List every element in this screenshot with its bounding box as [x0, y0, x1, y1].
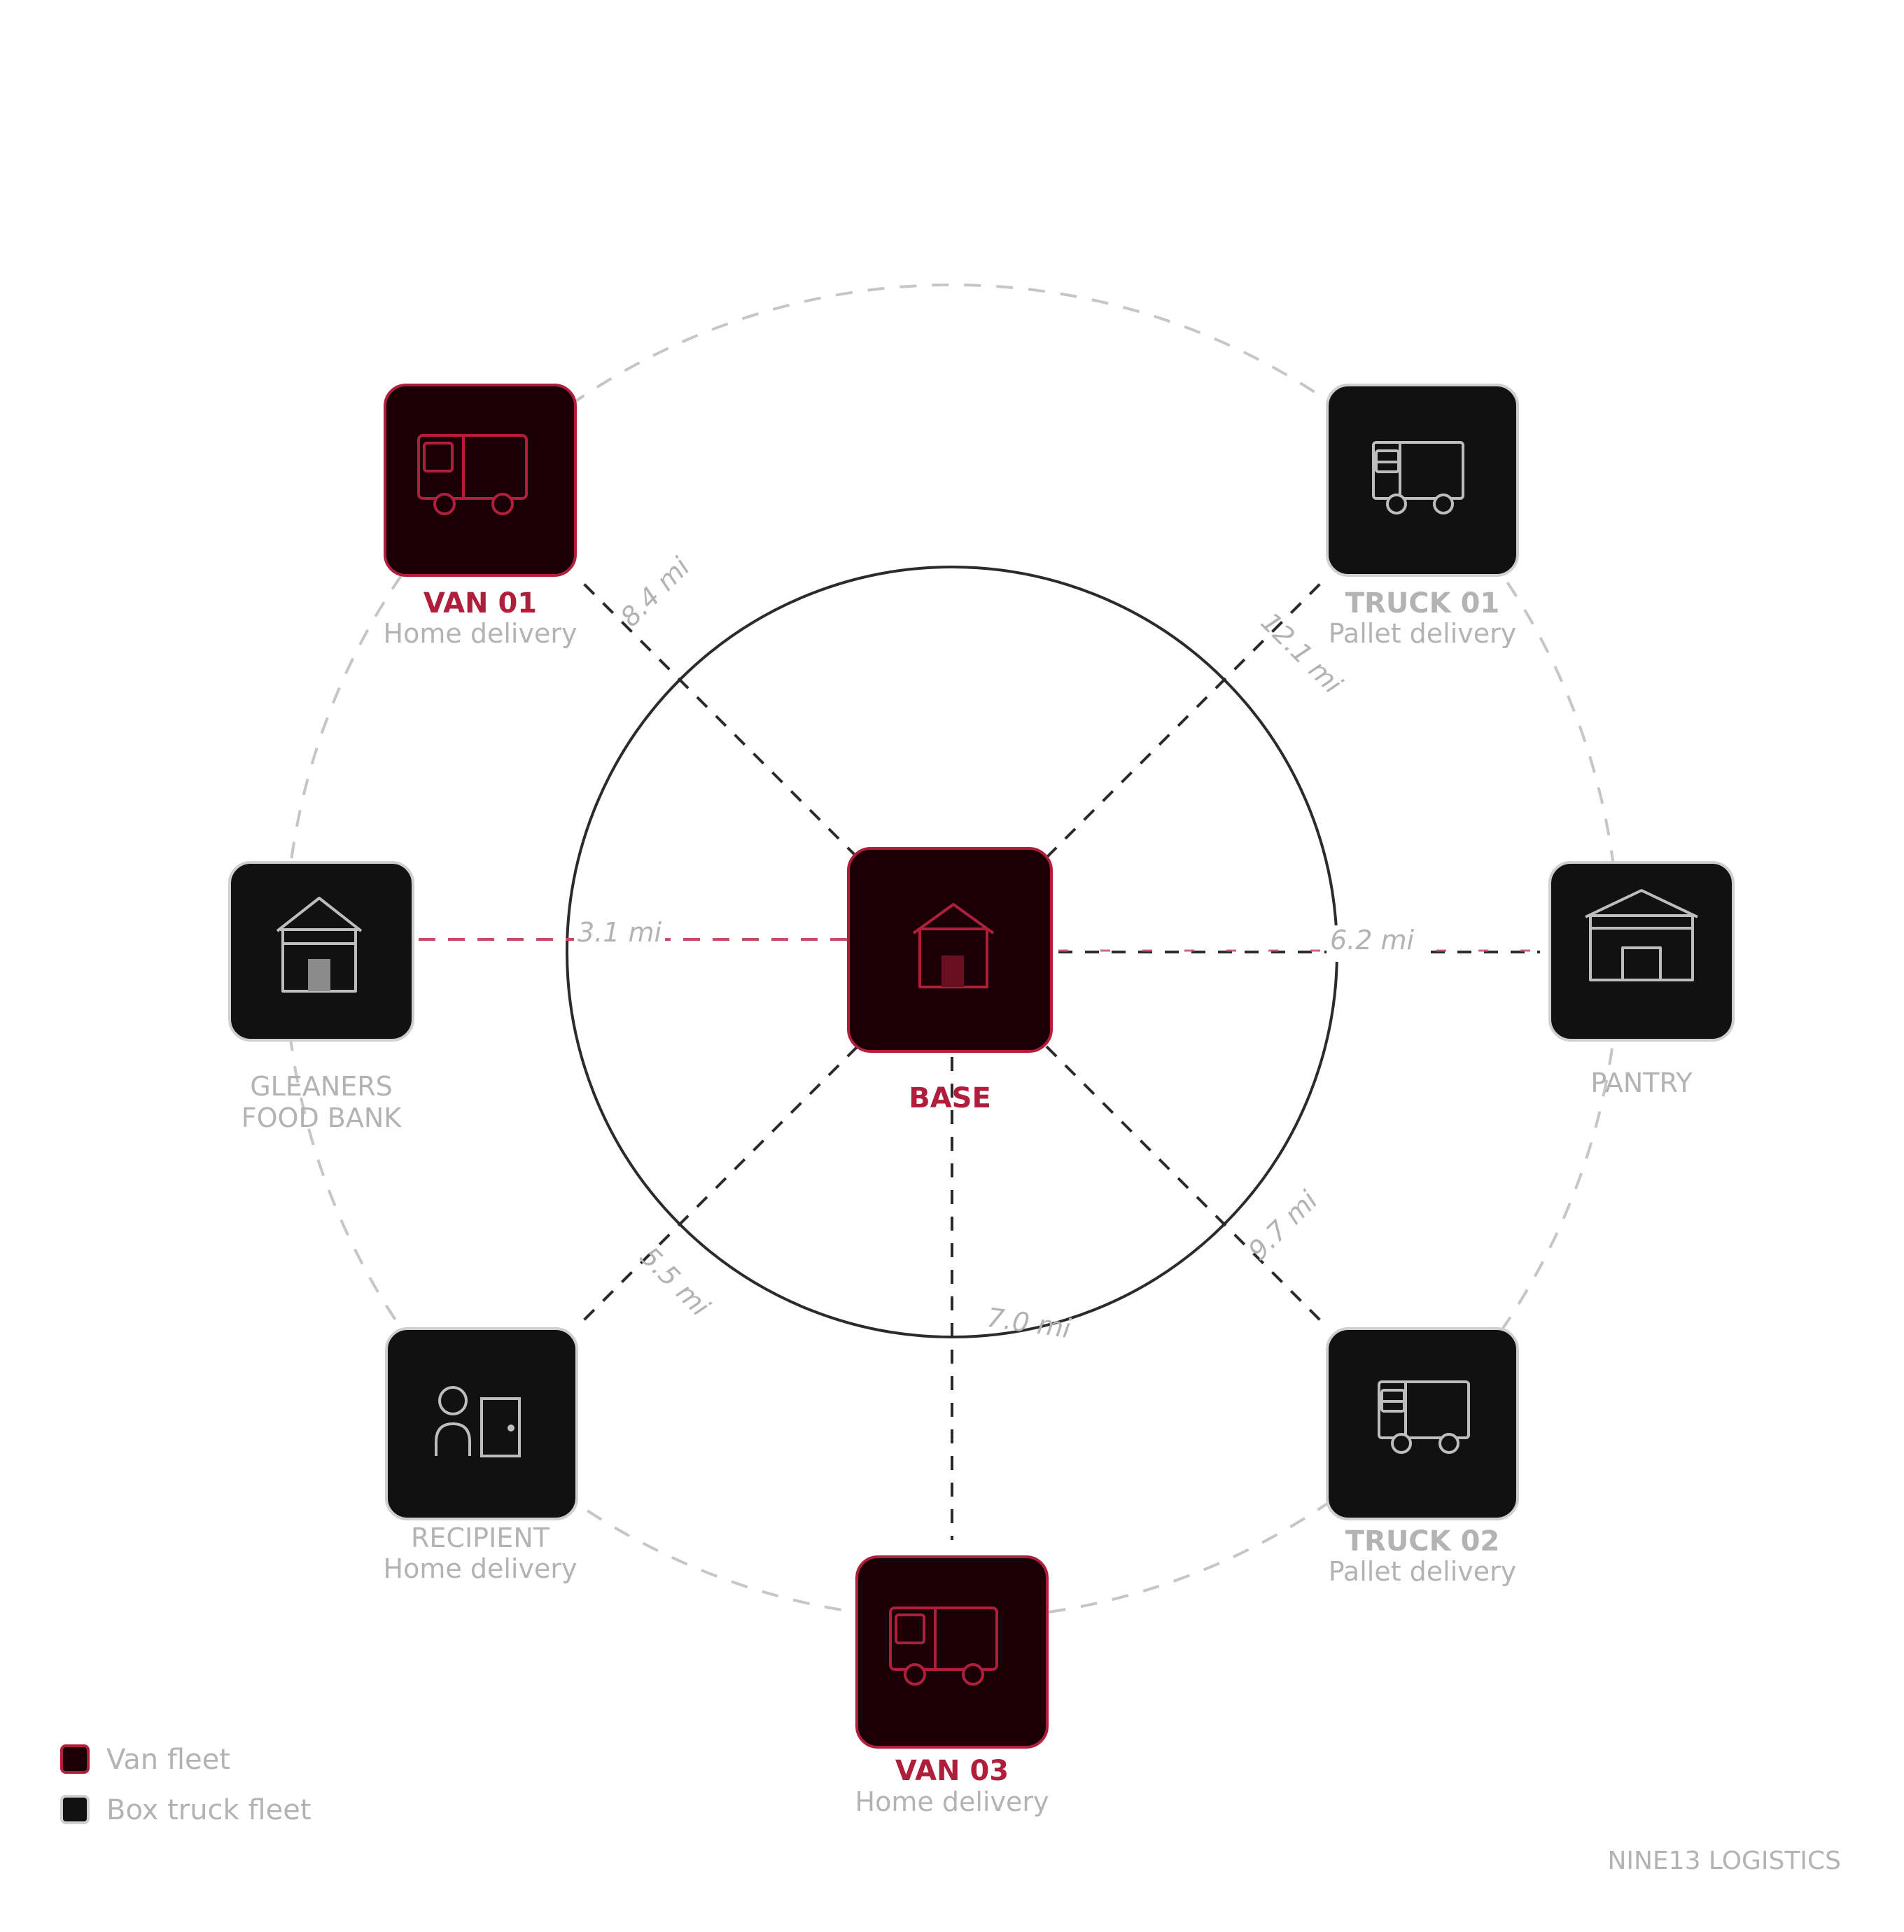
base-title: BASE: [909, 1082, 991, 1114]
node-truck02[interactable]: TRUCK 02 Pallet delivery: [1326, 1327, 1519, 1587]
truck-icon: [1378, 1380, 1470, 1454]
distance-gleaners: 3.1 mi: [578, 917, 662, 948]
brand-label: NINE13 LOGISTICS: [1607, 1847, 1841, 1875]
legend-van-label: Van fleet: [106, 1744, 230, 1776]
route-recipient: [575, 1045, 859, 1329]
recipient-subtitle: Home delivery: [384, 1553, 578, 1584]
legend-truck-label: Box truck fleet: [106, 1794, 312, 1826]
legend-swatch-truck: [60, 1795, 90, 1824]
person-door-icon: [435, 1386, 521, 1457]
route-van01: [575, 575, 859, 859]
route-truck02: [1045, 1045, 1329, 1329]
van03-subtitle: Home delivery: [855, 1786, 1049, 1817]
home-icon: [912, 903, 995, 988]
distance-truck02: 9.7 mi: [1242, 1184, 1324, 1266]
node-van03[interactable]: VAN 03 Home delivery: [855, 1555, 1049, 1817]
node-recipient[interactable]: RECIPIENT Home delivery: [384, 1327, 578, 1584]
gleaners-subtitle: FOOD BANK: [241, 1102, 402, 1133]
node-pantry[interactable]: PANTRY: [1548, 861, 1735, 1098]
truck01-title: TRUCK 01: [1345, 587, 1500, 620]
distance-recipient: 5.5 mi: [634, 1241, 715, 1322]
van01-title: VAN 01: [424, 587, 537, 620]
recipient-title: RECIPIENT: [411, 1522, 550, 1553]
distance-pantry: 6.2 mi: [1330, 925, 1415, 955]
van01-subtitle: Home delivery: [384, 618, 578, 649]
truck-icon: [1372, 441, 1464, 514]
pantry-title: PANTRY: [1590, 1068, 1693, 1098]
distance-van01: 8.4 mi: [615, 551, 696, 632]
food-bank-icon: [276, 897, 363, 993]
distance-van03: 7.0 mi: [985, 1302, 1072, 1344]
node-base[interactable]: BASE: [847, 847, 1053, 1114]
van-icon: [417, 434, 528, 515]
node-van01[interactable]: VAN 01 Home delivery: [384, 384, 578, 649]
node-truck01[interactable]: TRUCK 01 Pallet delivery: [1326, 384, 1519, 649]
gleaners-title: GLEANERS: [250, 1071, 393, 1102]
node-gleaners[interactable]: GLEANERS FOOD BANK: [228, 861, 414, 1133]
van03-title: VAN 03: [895, 1755, 1009, 1787]
route-truck01: [1045, 575, 1329, 859]
truck01-subtitle: Pallet delivery: [1329, 618, 1517, 649]
legend: Van fleet Box truck fleet: [60, 1744, 312, 1826]
truck02-subtitle: Pallet delivery: [1329, 1556, 1517, 1587]
warehouse-icon: [1585, 889, 1698, 981]
truck02-title: TRUCK 02: [1345, 1525, 1500, 1558]
van-icon: [889, 1606, 998, 1686]
legend-swatch-van: [60, 1744, 90, 1774]
